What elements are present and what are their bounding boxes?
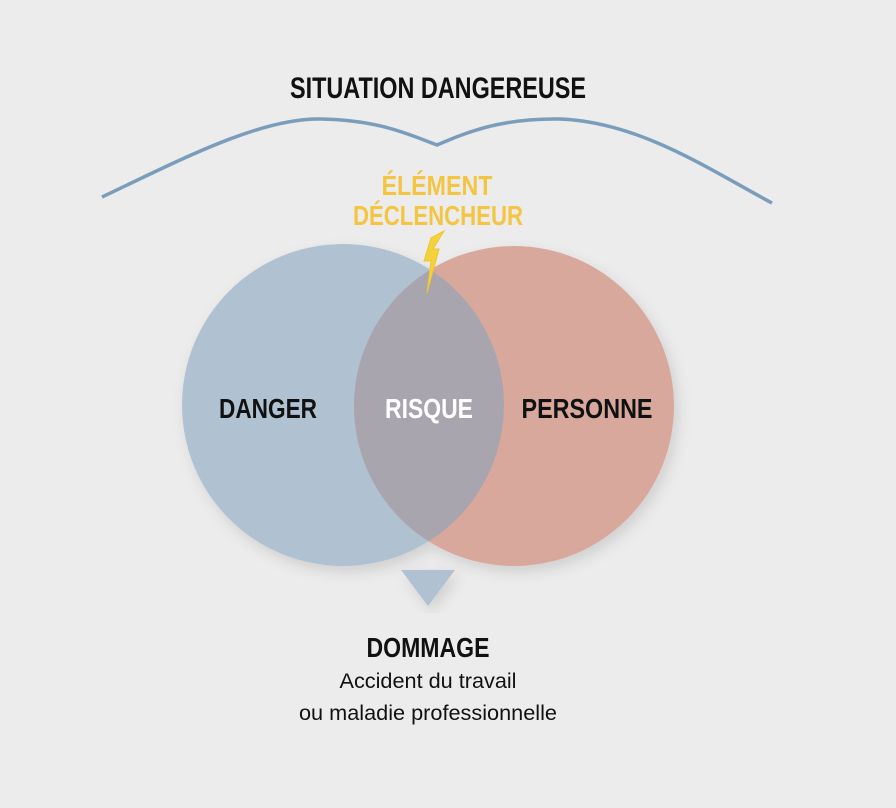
title-situation-dangereuse: SITUATION DANGEREUSE xyxy=(290,72,586,105)
risque-label: RISQUE xyxy=(385,393,473,424)
trigger-label-line2: DÉCLENCHEUR xyxy=(353,200,523,231)
personne-label: PERSONNE xyxy=(522,393,653,424)
lightning-icon xyxy=(423,229,446,294)
dommage-line2: ou maladie professionnelle xyxy=(299,702,557,725)
danger-label: DANGER xyxy=(219,393,317,424)
risque-intersection xyxy=(354,246,504,566)
arrow-down-icon xyxy=(401,570,455,606)
trigger-label-line1: ÉLÉMENT xyxy=(382,170,493,201)
situation-brace-curve xyxy=(101,117,773,205)
dommage-title: DOMMAGE xyxy=(367,632,490,663)
dommage-line1: Accident du travail xyxy=(340,670,517,693)
